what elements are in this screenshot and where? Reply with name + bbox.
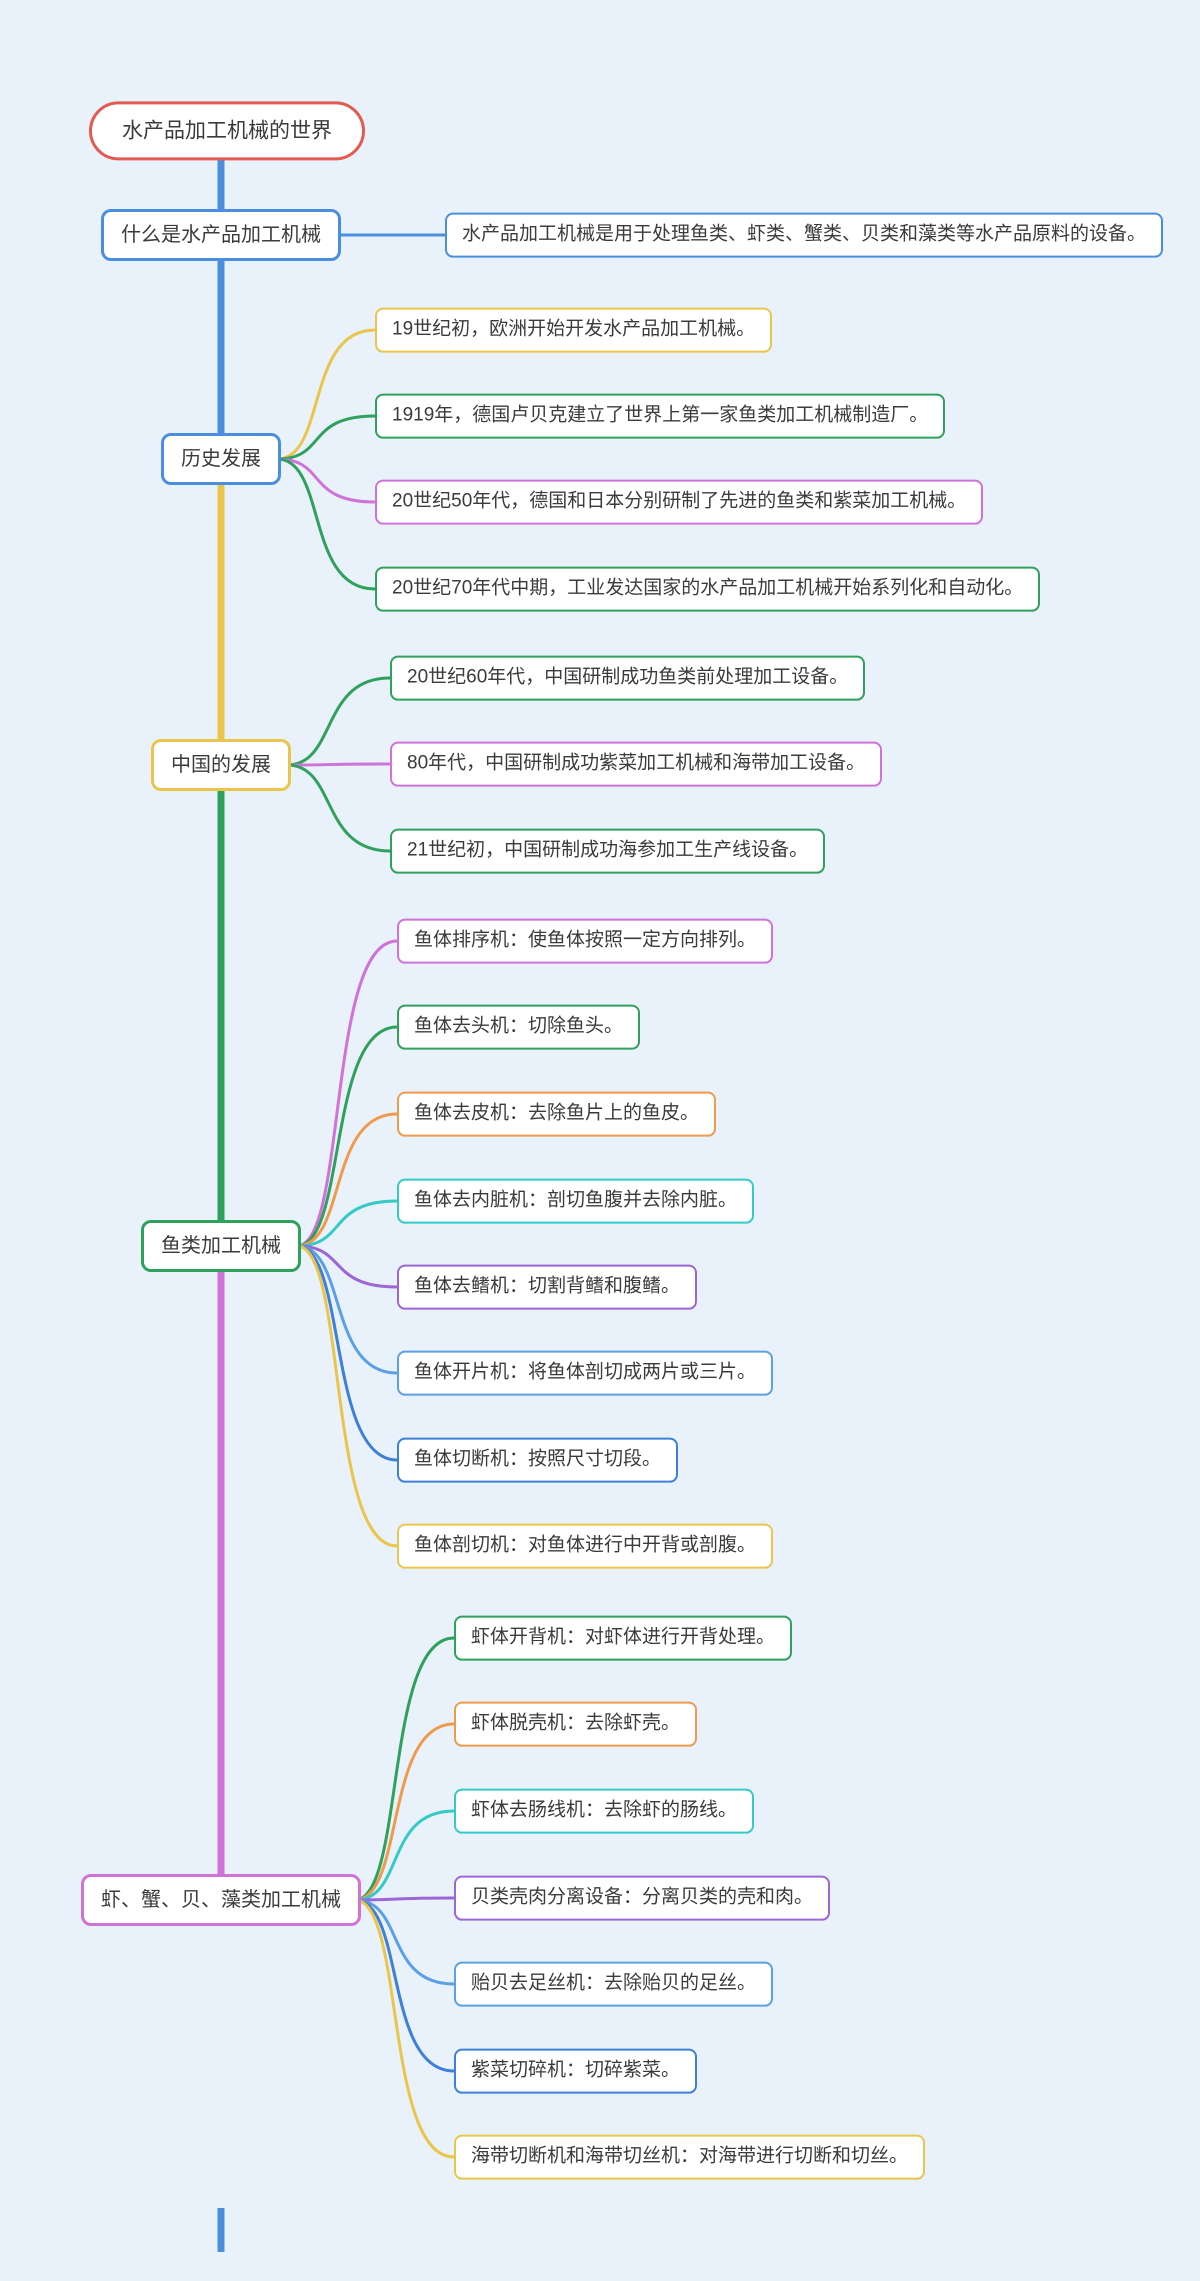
child-node-fish-beheader[interactable]: 鱼体去头机：切除鱼头。: [397, 1004, 641, 1050]
branch-label: 中国的发展: [171, 754, 271, 776]
child-node-shrimp-deveiner[interactable]: 虾体去肠线机：去除虾的肠线。: [454, 1788, 755, 1834]
child-label: 鱼体排序机：使鱼体按照一定方向排列。: [414, 929, 757, 951]
child-node-shrimp-peeler[interactable]: 虾体脱壳机：去除虾壳。: [454, 1701, 698, 1747]
child-node-fish-cutter[interactable]: 鱼体切断机：按照尺寸切段。: [397, 1437, 679, 1483]
child-node-history-19th[interactable]: 19世纪初，欧洲开始开发水产品加工机械。: [375, 307, 773, 353]
edge-china-21st: [285, 763, 392, 853]
branch-node-definition[interactable]: 什么是水产品加工机械: [101, 209, 341, 261]
edge-fish-splitter: [295, 1244, 399, 1548]
child-node-history-1970s[interactable]: 20世纪70年代中期，工业发达国家的水产品加工机械开始系列化和自动化。: [375, 566, 1041, 612]
child-node-china-1980s[interactable]: 80年代，中国研制成功紫菜加工机械和海带加工设备。: [390, 741, 883, 787]
child-label: 鱼体切断机：按照尺寸切段。: [414, 1448, 662, 1470]
edge-fish-cutter: [295, 1244, 399, 1462]
child-label: 20世纪50年代，德国和日本分别研制了先进的鱼类和紫菜加工机械。: [392, 490, 967, 512]
child-label: 紫菜切碎机：切碎紫菜。: [471, 2059, 681, 2081]
edge-shrimp-back-opener: [353, 1636, 456, 1902]
edge-shellfish-separator: [353, 1896, 456, 1902]
child-node-definition-text[interactable]: 水产品加工机械是用于处理鱼类、虾类、蟹类、贝类和藻类等水产品原料的设备。: [445, 212, 1164, 258]
edge-fish-sorter: [295, 939, 399, 1248]
child-label: 80年代，中国研制成功紫菜加工机械和海带加工设备。: [407, 752, 866, 774]
edge-kelp-cutter: [353, 1898, 456, 2159]
child-label: 虾体脱壳机：去除虾壳。: [471, 1712, 681, 1734]
edge-china-1960s: [285, 676, 392, 767]
edge-fish-skinner: [295, 1112, 399, 1248]
child-node-mussel-byssus-remover[interactable]: 贻贝去足丝机：去除贻贝的足丝。: [454, 1961, 774, 2007]
branch-label: 什么是水产品加工机械: [121, 224, 321, 246]
child-label: 鱼体去皮机：去除鱼片上的鱼皮。: [414, 1102, 700, 1124]
edge-shrimp-deveiner: [353, 1809, 456, 1902]
child-label: 鱼体去内脏机：剖切鱼腹并去除内脏。: [414, 1189, 738, 1211]
child-node-fish-gutter[interactable]: 鱼体去内脏机：剖切鱼腹并去除内脏。: [397, 1178, 755, 1224]
branch-node-shrimp-crab-shellfish-algae[interactable]: 虾、蟹、贝、藻类加工机械: [81, 1874, 361, 1926]
child-node-shellfish-separator[interactable]: 贝类壳肉分离设备：分离贝类的壳和肉。: [454, 1875, 831, 1921]
child-node-fish-skinner[interactable]: 鱼体去皮机：去除鱼片上的鱼皮。: [397, 1091, 717, 1137]
child-node-china-1960s[interactable]: 20世纪60年代，中国研制成功鱼类前处理加工设备。: [390, 655, 866, 701]
edge-history-1919: [275, 414, 377, 461]
child-node-china-21st[interactable]: 21世纪初，中国研制成功海参加工生产线设备。: [390, 828, 826, 874]
branch-label: 历史发展: [181, 448, 261, 470]
edge-fish-filleter: [295, 1244, 399, 1375]
branch-node-fish-machines[interactable]: 鱼类加工机械: [141, 1220, 301, 1272]
child-label: 20世纪60年代，中国研制成功鱼类前处理加工设备。: [407, 666, 849, 688]
edge-china-1980s: [285, 762, 392, 767]
edge-shrimp-peeler: [353, 1722, 456, 1902]
edge-laver-shredder: [353, 1898, 456, 2073]
branch-label: 虾、蟹、贝、藻类加工机械: [101, 1889, 341, 1911]
child-label: 虾体开背机：对虾体进行开背处理。: [471, 1626, 776, 1648]
child-label: 鱼体开片机：将鱼体剖切成两片或三片。: [414, 1361, 757, 1383]
child-node-fish-sorter[interactable]: 鱼体排序机：使鱼体按照一定方向排列。: [397, 918, 774, 964]
child-node-shrimp-back-opener[interactable]: 虾体开背机：对虾体进行开背处理。: [454, 1615, 793, 1661]
child-label: 贝类壳肉分离设备：分离贝类的壳和肉。: [471, 1886, 814, 1908]
child-label: 19世纪初，欧洲开始开发水产品加工机械。: [392, 318, 756, 340]
edge-history-1950s: [275, 457, 377, 504]
child-label: 鱼体剖切机：对鱼体进行中开背或剖腹。: [414, 1534, 757, 1556]
child-label: 虾体去肠线机：去除虾的肠线。: [471, 1799, 738, 1821]
child-label: 21世纪初，中国研制成功海参加工生产线设备。: [407, 839, 809, 861]
edge-fish-beheader: [295, 1025, 399, 1248]
child-label: 海带切断机和海带切丝机：对海带进行切断和切丝。: [471, 2145, 909, 2167]
edge-fish-gutter: [295, 1199, 399, 1248]
child-node-kelp-cutter[interactable]: 海带切断机和海带切丝机：对海带进行切断和切丝。: [454, 2134, 926, 2180]
child-node-fish-fin-cutter[interactable]: 鱼体去鳍机：切割背鳍和腹鳍。: [397, 1264, 698, 1310]
edge-history-19th: [275, 328, 377, 461]
child-label: 20世纪70年代中期，工业发达国家的水产品加工机械开始系列化和自动化。: [392, 577, 1024, 599]
child-node-history-1950s[interactable]: 20世纪50年代，德国和日本分别研制了先进的鱼类和紫菜加工机械。: [375, 479, 984, 525]
branch-node-history[interactable]: 历史发展: [161, 433, 281, 485]
branch-node-china[interactable]: 中国的发展: [151, 739, 291, 791]
edge-history-1970s: [275, 457, 377, 591]
child-label: 贻贝去足丝机：去除贻贝的足丝。: [471, 1972, 757, 1994]
child-node-history-1919[interactable]: 1919年，德国卢贝克建立了世界上第一家鱼类加工机械制造厂。: [375, 393, 946, 439]
root-node[interactable]: 水产品加工机械的世界: [89, 101, 365, 161]
child-label: 鱼体去头机：切除鱼头。: [414, 1015, 624, 1037]
child-label: 鱼体去鳍机：切割背鳍和腹鳍。: [414, 1275, 681, 1297]
child-label: 1919年，德国卢贝克建立了世界上第一家鱼类加工机械制造厂。: [392, 404, 929, 426]
child-label: 水产品加工机械是用于处理鱼类、虾类、蟹类、贝类和藻类等水产品原料的设备。: [462, 223, 1147, 245]
child-node-laver-shredder[interactable]: 紫菜切碎机：切碎紫菜。: [454, 2048, 698, 2094]
child-node-fish-filleter[interactable]: 鱼体开片机：将鱼体剖切成两片或三片。: [397, 1350, 774, 1396]
branch-label: 鱼类加工机械: [161, 1235, 281, 1257]
edge-fish-fin-cutter: [295, 1244, 399, 1289]
edge-mussel-byssus-remover: [353, 1898, 456, 1986]
root-label: 水产品加工机械的世界: [122, 119, 332, 143]
child-node-fish-splitter[interactable]: 鱼体剖切机：对鱼体进行中开背或剖腹。: [397, 1523, 774, 1569]
